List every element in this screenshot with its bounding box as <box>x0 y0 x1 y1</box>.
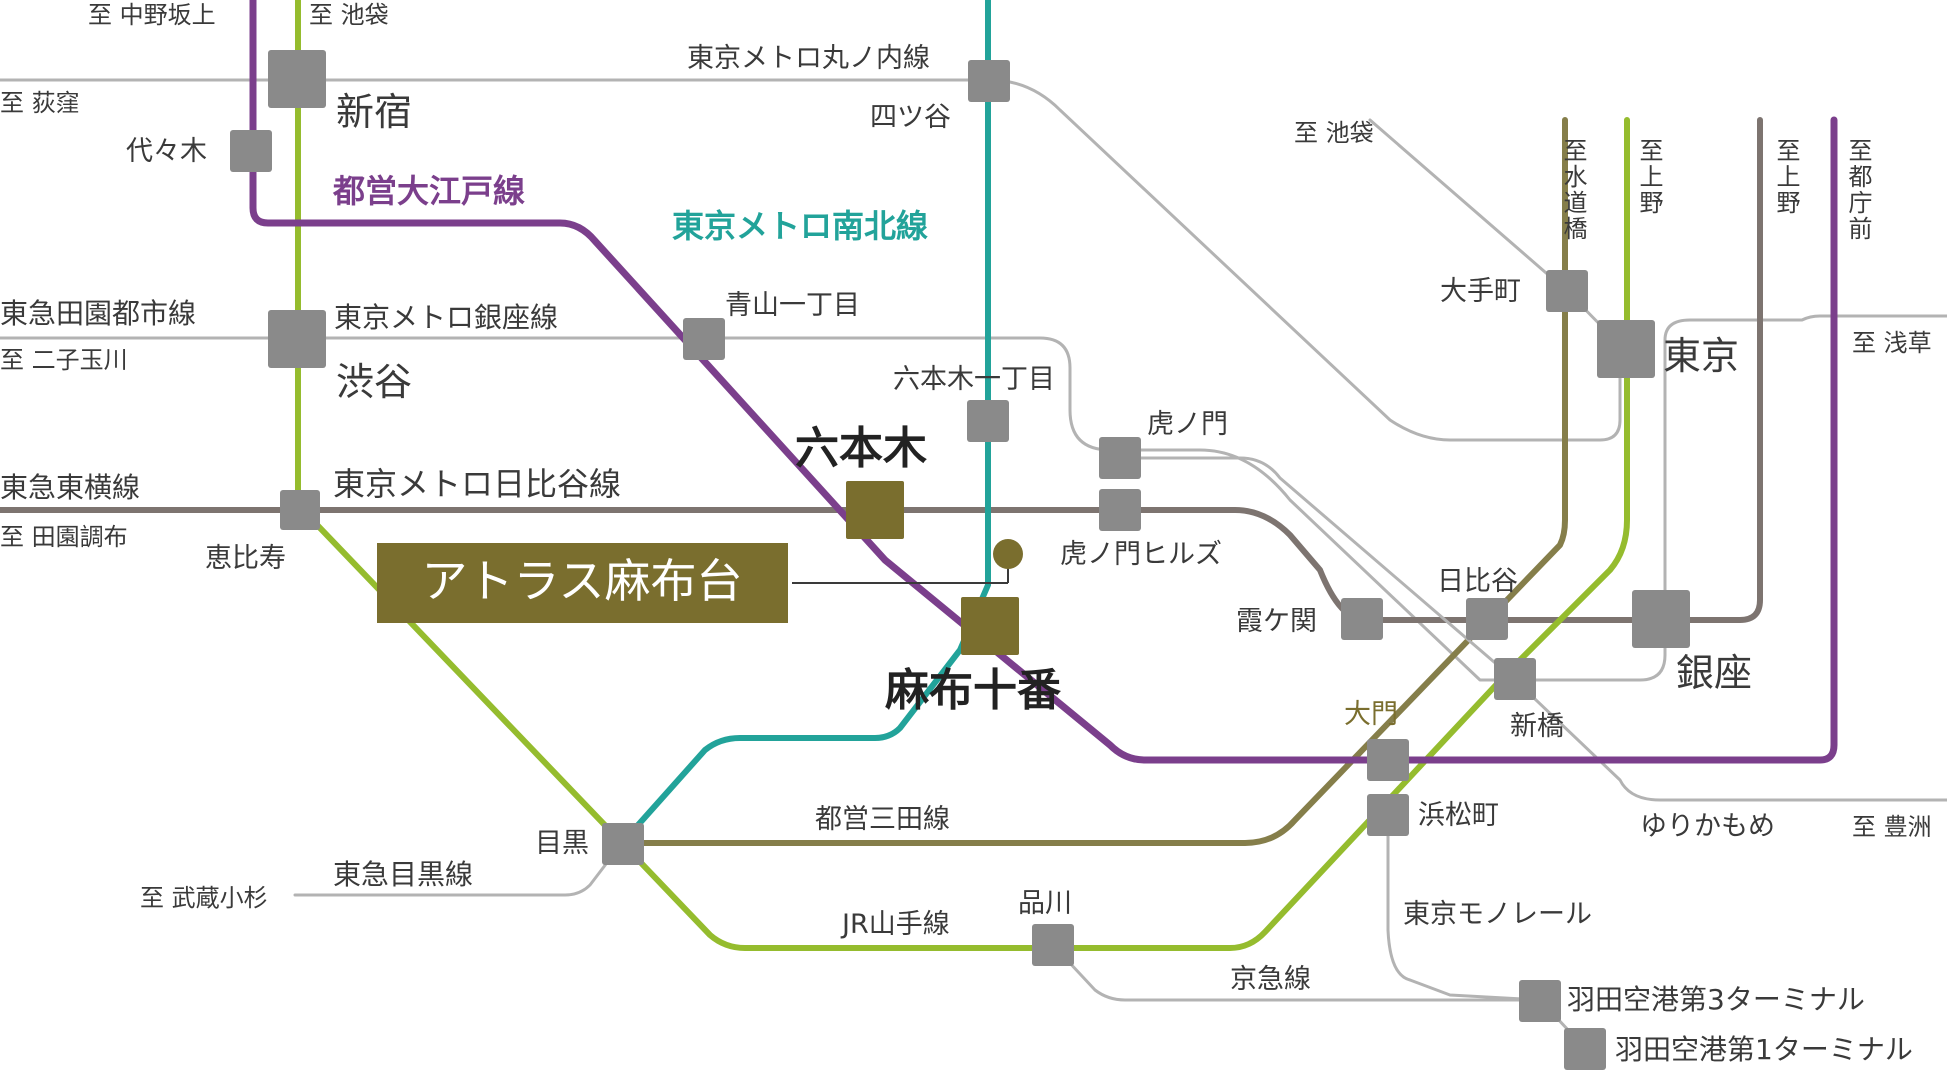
yurikamome-line <box>1513 678 1947 802</box>
station-label-toranomon: 虎ノ門 <box>1147 409 1228 440</box>
dest-nakanosakaue: 至 中野坂上 <box>88 1 216 29</box>
station-label-hamamatsucho: 浜松町 <box>1418 800 1499 831</box>
station-label-shibuya: 渋谷 <box>336 360 412 404</box>
line-label-tokyu-meguro: 東急目黒線 <box>333 858 473 891</box>
line-label-hibiya: 東京メトロ日比谷線 <box>333 465 621 503</box>
station-label-roppongi: 六本木 <box>795 423 927 474</box>
station-marker-meguro[interactable] <box>602 823 644 865</box>
station-marker-hibiya[interactable] <box>1466 598 1508 640</box>
monorail-line <box>1386 813 1587 1050</box>
dest-tochomae: 至都庁前 <box>1844 138 1872 242</box>
line-label-mita: 都営三田線 <box>815 804 950 835</box>
line-label-monorail: 東京モノレール <box>1403 899 1592 930</box>
station-marker-shinbashi[interactable] <box>1494 658 1536 700</box>
dest-ogikubo: 至 荻窪 <box>0 89 80 117</box>
line-label-yamanote: JR山手線 <box>840 909 950 940</box>
station-marker-roppongi-itchome[interactable] <box>967 400 1009 442</box>
station-marker-otemachi[interactable] <box>1546 270 1588 312</box>
dest-ueno-2: 至上野 <box>1772 138 1800 216</box>
dest-toyosu: 至 豊洲 <box>1852 813 1932 841</box>
station-label-toranomon-hills: 虎ノ門ヒルズ <box>1060 539 1222 570</box>
line-label-tokyu-toyoko: 東急東横線 <box>0 471 140 504</box>
dest-asakusa: 至 浅草 <box>1852 329 1932 357</box>
line-label-ginza: 東京メトロ銀座線 <box>334 301 558 334</box>
station-label-yotsuya: 四ツ谷 <box>870 102 951 133</box>
station-marker-ginza[interactable] <box>1632 590 1690 648</box>
station-marker-roppongi[interactable] <box>846 481 904 539</box>
yamanote-line <box>295 0 1630 951</box>
station-marker-shinjuku[interactable] <box>268 50 326 108</box>
dest-ikebukuro-top: 至 池袋 <box>309 1 389 29</box>
property-location-dot <box>993 539 1023 569</box>
ikebukuro-otemachi-connector <box>1368 118 1570 294</box>
station-marker-haneda3[interactable] <box>1519 980 1561 1022</box>
station-label-meguro: 目黒 <box>535 828 589 859</box>
station-label-shinbashi: 新橋 <box>1510 711 1564 742</box>
station-marker-shibuya[interactable] <box>268 310 326 368</box>
station-label-roppongi-itchome: 六本木一丁目 <box>893 364 1055 395</box>
station-marker-aoyama[interactable] <box>683 318 725 360</box>
station-label-ginza: 銀座 <box>1676 651 1752 695</box>
toranomon-shinbashi-connector <box>1118 456 1517 682</box>
station-marker-ebisu[interactable] <box>280 490 320 530</box>
mita-line <box>619 117 1568 846</box>
station-label-azabujuban: 麻布十番 <box>885 665 1062 716</box>
station-label-yoyogi: 代々木 <box>126 136 207 167</box>
station-marker-shinagawa[interactable] <box>1032 924 1074 966</box>
station-marker-haneda1[interactable] <box>1564 1028 1606 1070</box>
station-label-hibiya: 日比谷 <box>1437 566 1518 597</box>
dest-ikebukuro-right: 至 池袋 <box>1294 119 1374 147</box>
line-label-marunouchi: 東京メトロ丸ノ内線 <box>687 43 930 74</box>
ginza-line <box>0 314 1947 682</box>
line-label-yurikamome: ゆりかもめ <box>1640 811 1775 842</box>
station-marker-hamamatsucho[interactable] <box>1367 794 1409 836</box>
station-marker-kasumigaseki[interactable] <box>1341 598 1383 640</box>
station-label-shinagawa: 品川 <box>1018 888 1072 919</box>
station-label-haneda1: 羽田空港第1ターミナル <box>1615 1033 1913 1066</box>
station-marker-daimon[interactable] <box>1367 739 1409 781</box>
station-marker-tokyo[interactable] <box>1597 320 1655 378</box>
keikyu-line <box>1051 943 1542 1002</box>
station-marker-yoyogi[interactable] <box>230 130 272 172</box>
station-label-daimon: 大門 <box>1344 699 1398 730</box>
oedo-line <box>249 0 1838 764</box>
property-box[interactable] <box>377 543 788 623</box>
station-label-kasumigaseki: 霞ケ関 <box>1236 606 1317 637</box>
station-label-haneda3: 羽田空港第3ターミナル <box>1567 983 1865 1016</box>
dest-ueno-1: 至上野 <box>1635 138 1663 216</box>
station-marker-yotsuya[interactable] <box>968 60 1010 102</box>
line-label-tokyu-denentoshi: 東急田園都市線 <box>0 297 196 330</box>
station-label-shinjuku: 新宿 <box>336 90 412 134</box>
line-label-oedo: 都営大江戸線 <box>332 172 525 210</box>
station-label-tokyo: 東京 <box>1663 334 1739 378</box>
dest-futakotamagawa: 至 二子玉川 <box>0 346 128 374</box>
dest-suidobashi: 至水道橋 <box>1559 138 1587 242</box>
property-label: アトラス麻布台 <box>421 554 742 608</box>
station-marker-toranomon-hills[interactable] <box>1099 489 1141 531</box>
station-marker-toranomon[interactable] <box>1099 437 1141 479</box>
line-label-namboku: 東京メトロ南北線 <box>672 207 928 245</box>
dest-denenchofu: 至 田園調布 <box>0 523 128 551</box>
station-marker-azabujuban[interactable] <box>961 597 1019 655</box>
namboku-line <box>619 0 991 846</box>
station-label-aoyama: 青山一丁目 <box>725 290 860 321</box>
line-label-keikyu: 京急線 <box>1230 964 1311 995</box>
tokyu-meguro-line <box>293 841 624 897</box>
station-label-otemachi: 大手町 <box>1440 276 1521 307</box>
dest-musashikosugi: 至 武蔵小杉 <box>140 884 268 912</box>
marunouchi-line <box>0 78 1622 442</box>
station-label-ebisu: 恵比寿 <box>205 543 286 574</box>
